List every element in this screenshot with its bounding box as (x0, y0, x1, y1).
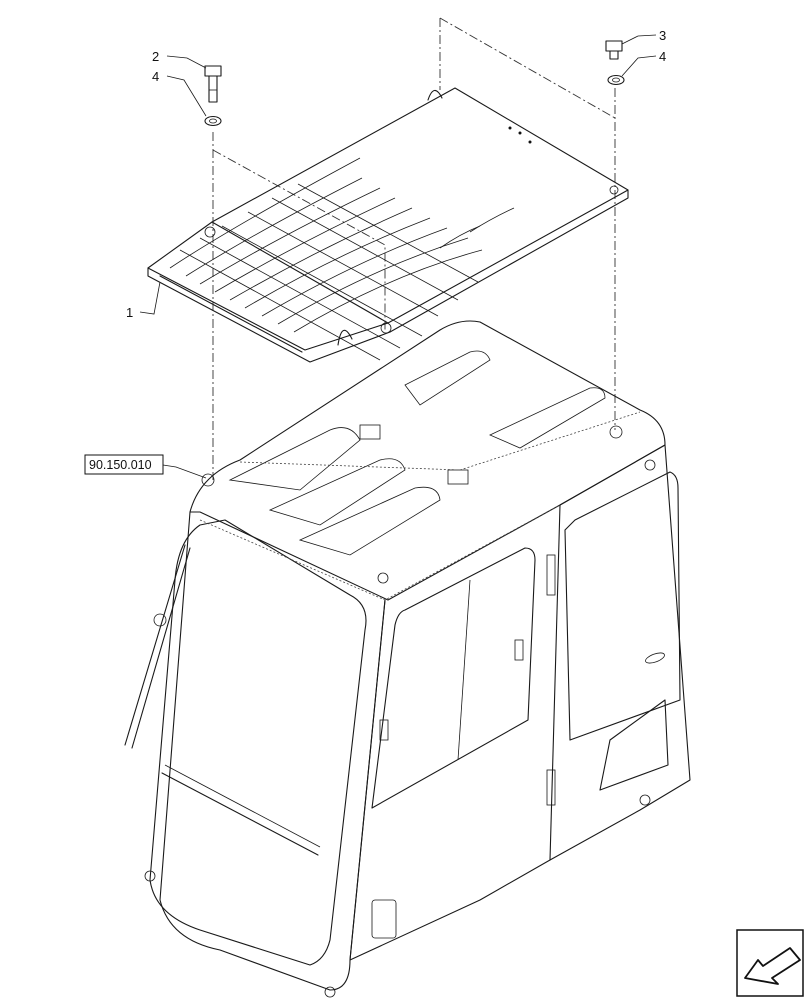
callout-1: 1 (126, 305, 133, 320)
callout-4-right: 4 (659, 49, 666, 64)
assembly-lines (212, 17, 616, 480)
callout-2: 2 (152, 49, 159, 64)
bolt-part-3 (605, 40, 623, 60)
callout-4-left: 4 (152, 69, 159, 84)
operator-cab (124, 320, 691, 998)
washer-part-4-right (607, 74, 625, 86)
top-guard-part (147, 87, 629, 363)
washer-part-4-left (204, 115, 222, 127)
reference-box-label: 90.150.010 (89, 458, 152, 472)
callout-3: 3 (659, 28, 666, 43)
bolt-part-2 (204, 65, 222, 103)
arrow-return-icon (736, 929, 804, 997)
reference-box[interactable]: 90.150.010 (84, 454, 164, 475)
callout-leaders (139, 34, 657, 479)
